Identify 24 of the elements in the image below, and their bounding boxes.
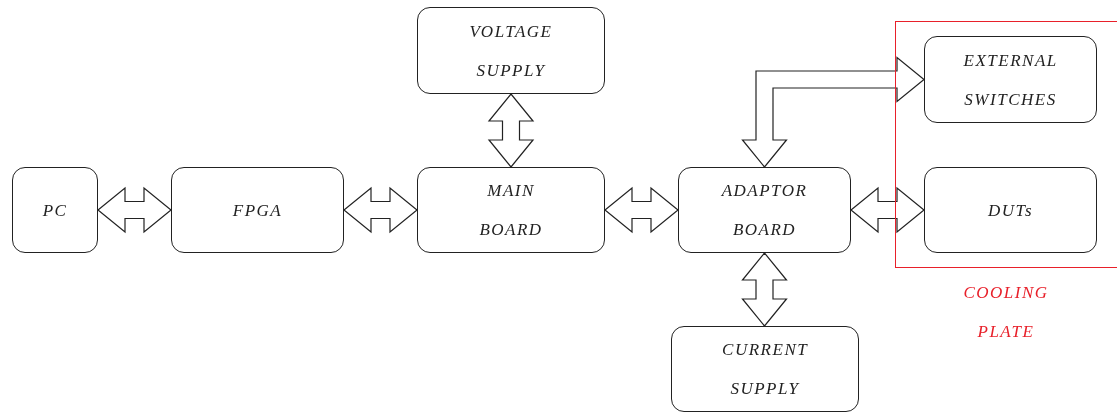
double-block-arrow [604,186,679,234]
block-box [678,167,851,253]
block-label: DUTs [987,199,1034,222]
double-block-arrow [850,186,925,234]
block-box [924,167,1097,253]
double-block-arrow [487,93,535,168]
block-label: CURRENT SUPPLY [722,339,808,400]
region-label: COOLING PLATE [963,282,1049,343]
block-label: MAIN BOARD [479,180,543,241]
block-box [417,7,605,94]
block-label: ADAPTOR BOARD [721,180,808,241]
double-block-arrow [343,186,418,234]
block-label: PC [42,199,68,222]
block-box [671,326,859,412]
double-block-arrow [741,252,788,327]
block-box [171,167,344,253]
double-block-arrow [97,186,172,234]
block-label: EXTERNAL SWITCHES [963,49,1058,111]
block-box [417,167,605,253]
block-label: VOLTAGE SUPPLY [469,20,553,82]
block-label: FPGA [232,199,283,222]
block-box [924,36,1097,123]
block-box [12,167,98,253]
double-block-arrow [741,56,925,168]
